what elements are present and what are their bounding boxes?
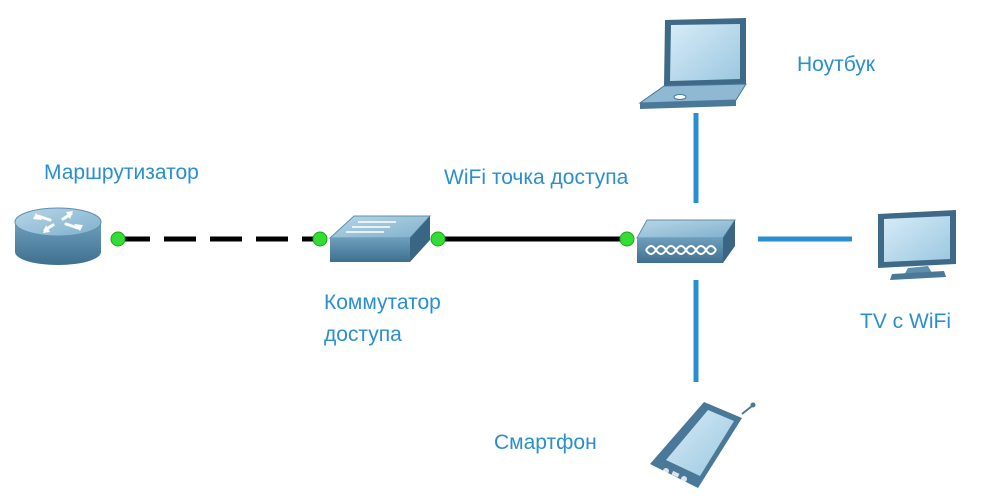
tv-icon[interactable]	[878, 210, 956, 280]
link-endpoint	[110, 231, 126, 247]
link-endpoint	[619, 231, 635, 247]
smartphone-icon[interactable]	[650, 402, 756, 488]
link-endpoint	[430, 231, 446, 247]
link-endpoint	[312, 231, 328, 247]
router-icon[interactable]	[14, 207, 102, 265]
switch-icon[interactable]	[328, 215, 432, 262]
tv-label: TV с WiFi	[860, 310, 951, 333]
switch-label-line2: доступа	[324, 323, 402, 346]
router-label: Маршрутизатор	[44, 161, 199, 184]
switch-label-line1: Коммутатор	[324, 291, 441, 314]
access-point-label: WiFi точка доступа	[444, 166, 629, 189]
access-point-icon[interactable]	[636, 219, 736, 263]
smartphone-label: Смартфон	[494, 431, 597, 454]
laptop-icon[interactable]	[638, 18, 747, 109]
laptop-label: Ноутбук	[797, 53, 875, 76]
